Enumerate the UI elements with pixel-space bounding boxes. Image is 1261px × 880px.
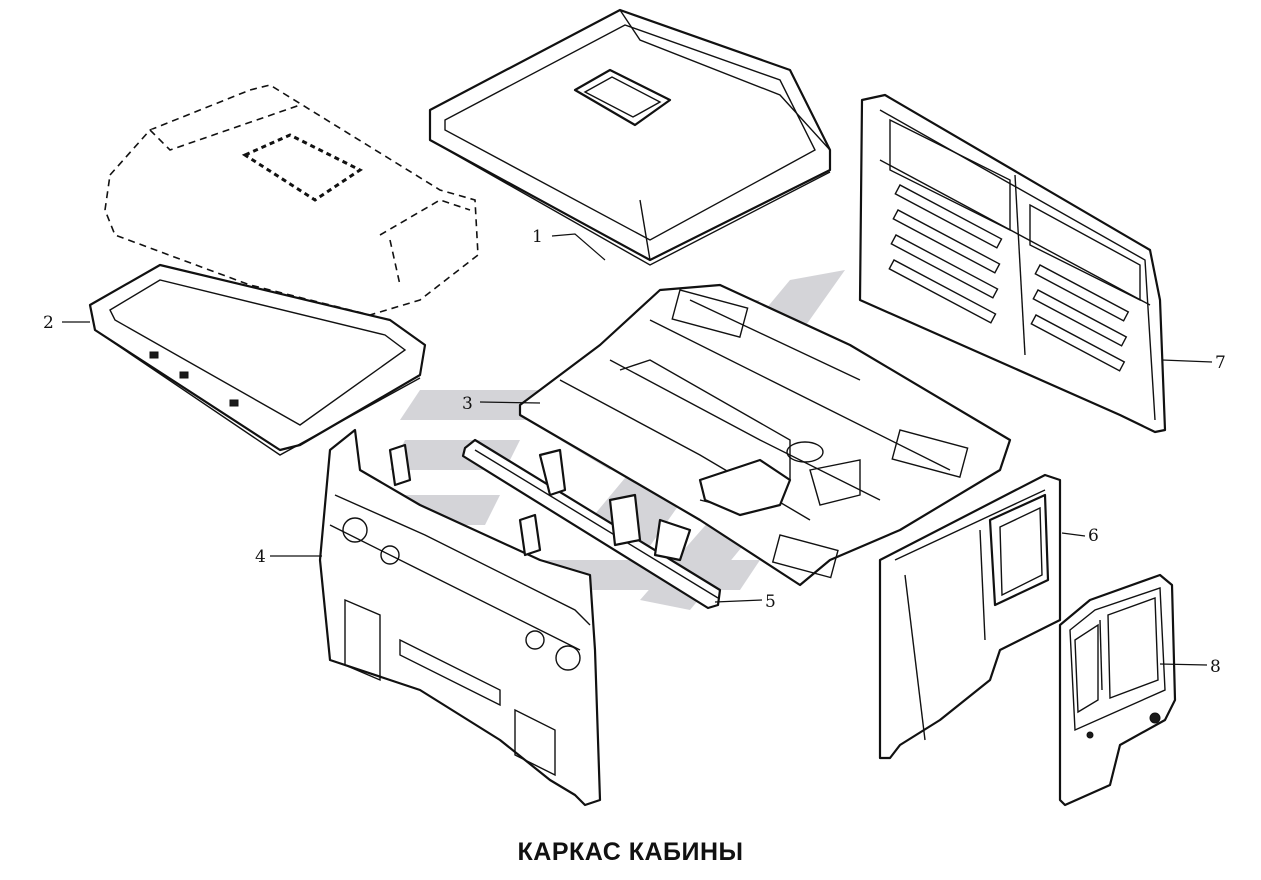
leader-7 (1161, 359, 1213, 363)
part-6-side-frame (878, 473, 1062, 760)
callout-5: 5 (765, 592, 776, 612)
callout-7: 7 (1215, 353, 1226, 373)
part-5-cross-member (461, 438, 722, 610)
roof-liner-phantom (104, 84, 479, 316)
leader-1 (551, 233, 606, 261)
part-2-roof-frame (88, 263, 427, 456)
callout-6: 6 (1088, 526, 1099, 546)
callout-labels: 1 2 3 4 5 6 7 8 (43, 227, 1226, 677)
leader-6 (1061, 532, 1086, 537)
part-3-floor-pan (518, 283, 1012, 587)
part-4-front-wall (318, 428, 602, 807)
part-1-roof-panel (428, 8, 832, 266)
diagram-caption: КАРКАС КАБИНЫ (517, 838, 744, 866)
callout-8: 8 (1210, 657, 1221, 677)
callout-3: 3 (462, 394, 473, 414)
callout-2: 2 (43, 313, 54, 333)
leader-lines (62, 233, 1213, 666)
leader-5 (714, 599, 763, 603)
part-8-door (1058, 573, 1177, 807)
callout-1: 1 (532, 227, 543, 247)
part-7-back-wall (858, 93, 1167, 434)
leader-3 (479, 401, 541, 404)
callout-4: 4 (255, 547, 266, 567)
leader-8 (1159, 663, 1208, 666)
